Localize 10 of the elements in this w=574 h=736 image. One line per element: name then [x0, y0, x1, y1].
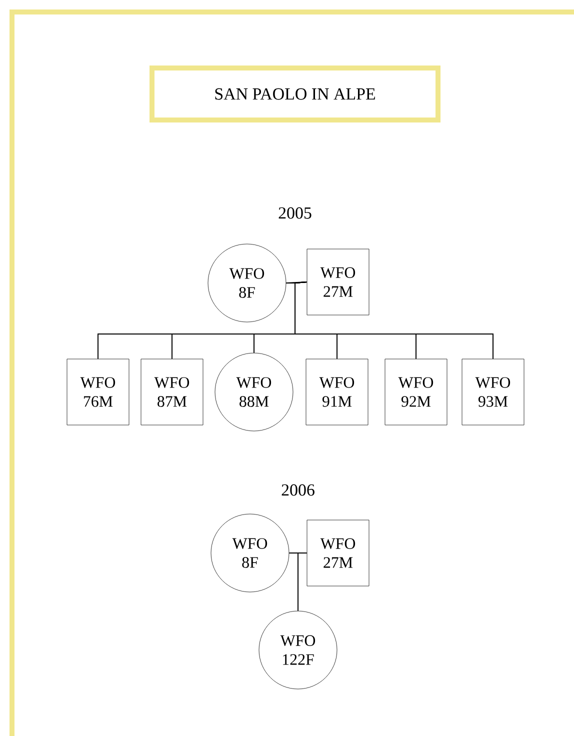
- title-box: SAN PAOLO IN ALPE: [150, 66, 440, 122]
- male-square: WFO 76M: [66, 358, 130, 426]
- male-square: WFO 87M: [140, 358, 204, 426]
- male-square: WFO 91M: [306, 358, 368, 426]
- male-square: WFO 92M: [384, 358, 448, 426]
- male-square: WFO 93M: [462, 358, 524, 426]
- male-square: WFO 27M: [306, 248, 370, 316]
- year-label: 2006: [282, 484, 314, 496]
- male-square: WFO 27M: [306, 520, 370, 586]
- year-label: 2005: [278, 207, 312, 219]
